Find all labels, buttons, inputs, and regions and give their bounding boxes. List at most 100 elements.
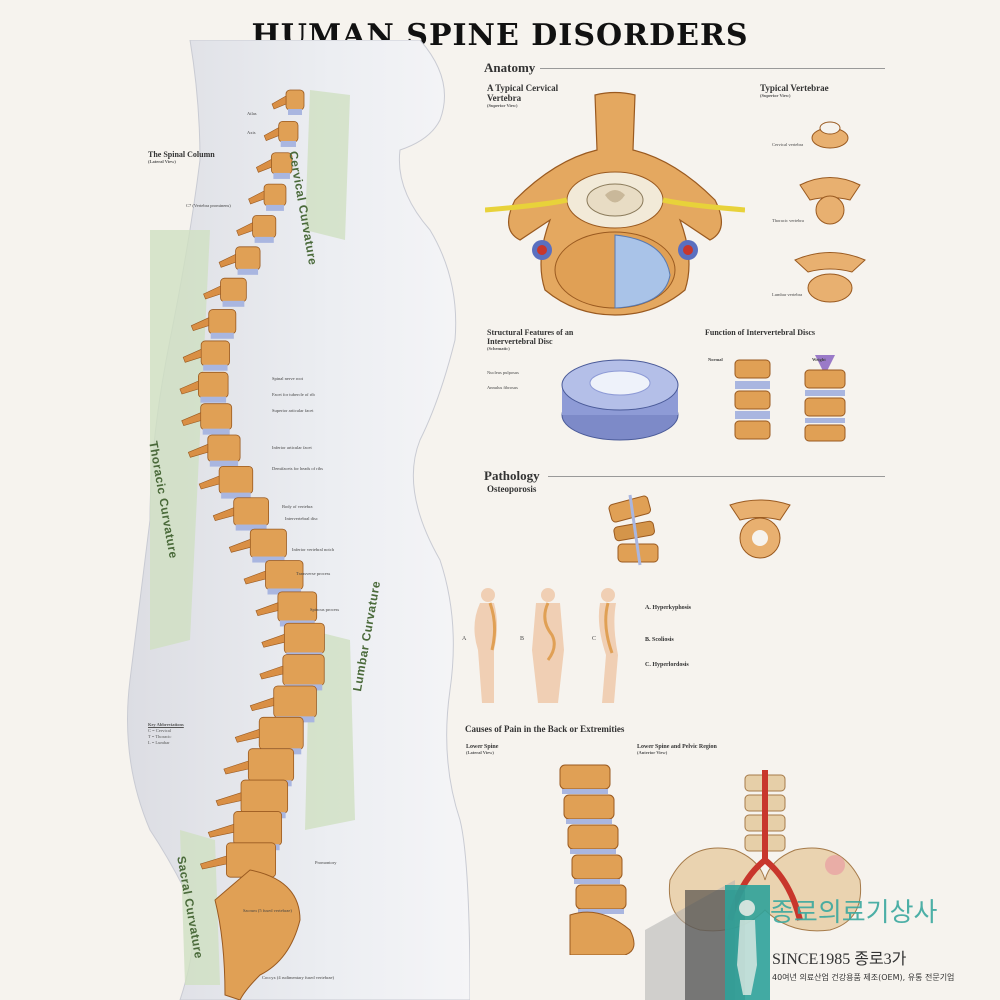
vertebra — [283, 622, 325, 654]
figure-hyperkyphosis — [474, 588, 497, 703]
hyperlordosis-title: C. Hyperlordosis — [645, 662, 689, 668]
figure-hyperlordosis — [598, 588, 618, 703]
label-weight: Weight — [812, 357, 826, 362]
intervertebral-disc — [202, 428, 230, 435]
thoracic-vertebra-small — [799, 177, 861, 225]
vertebra — [200, 403, 233, 431]
label-inferior-facet: Inferior articular facet — [272, 445, 312, 450]
nerve-left — [485, 197, 568, 213]
pathology-rule — [548, 476, 885, 477]
label-spinal-nerve-root: Spinal nerve root — [272, 376, 303, 381]
spinous-process — [198, 475, 220, 490]
vertebra — [200, 340, 230, 367]
figure-scoliosis — [532, 588, 564, 703]
label-cervical-vertebra: Cervical vertebra — [772, 142, 804, 147]
label-lumbar-vertebra: Lumbar vertebra — [772, 292, 803, 297]
vertebra — [285, 89, 305, 111]
watermark-name: 종로의료기상사 — [770, 898, 938, 928]
spinous-process — [271, 95, 287, 110]
figure-b-letter: B — [520, 636, 525, 642]
spinous-process — [181, 412, 201, 427]
label-body-vertebra: Body of vertebra — [282, 504, 313, 509]
cervical-vertebra-illustration — [485, 91, 745, 316]
vertebra — [235, 246, 261, 271]
scoliosis-title: B. Scoliosis — [645, 637, 674, 643]
intervertebral-disc — [280, 140, 296, 147]
label-annulus: Annulus fibrosus — [487, 385, 518, 390]
store-watermark — [645, 880, 770, 1000]
lumbar-disc — [570, 849, 616, 854]
tumor-marker — [825, 855, 845, 875]
label-inferior-notch: Inferior vertebral notch — [292, 547, 334, 552]
spinous-process — [263, 127, 279, 142]
intervertebral-disc — [235, 524, 267, 531]
spinous-process — [179, 380, 199, 395]
figure-a-letter: A — [462, 636, 467, 642]
spinous-process — [187, 443, 209, 458]
vertebra — [273, 685, 317, 718]
label-facet-tubercle: Facet for tubercle of rib — [272, 392, 315, 397]
label-nucleus: Nucleus pulposus — [487, 370, 519, 375]
intervertebral-disc — [288, 109, 302, 115]
intervertebral-disc — [200, 396, 227, 403]
label-c7: C7 (Vertebra prominens) — [186, 203, 231, 208]
spinous-process — [203, 285, 221, 300]
label-axis: Axis — [247, 130, 256, 135]
spinous-process — [248, 190, 265, 205]
intervertebral-disc — [221, 492, 251, 499]
vertebra — [207, 434, 241, 463]
lumbar-vertebra — [567, 824, 619, 850]
spinous-process — [200, 855, 227, 870]
compressed-vertebrae — [608, 494, 659, 566]
intervertebral-disc — [203, 364, 228, 371]
lumbar-disc — [574, 879, 620, 884]
nerve-right — [662, 197, 745, 213]
lumbar-vertebra — [575, 884, 627, 910]
disc-function-illustration — [734, 355, 846, 442]
intervertebral-disc — [252, 556, 285, 563]
intervertebral-disc — [237, 268, 259, 275]
intervertebral-disc — [222, 300, 245, 307]
spinous-process — [255, 158, 272, 173]
intervertebral-disc — [210, 332, 234, 339]
spine-illustration — [127, 40, 470, 1000]
intervertebral-disc — [273, 172, 290, 179]
vertebra — [278, 120, 299, 143]
vertebra — [252, 215, 277, 239]
watermark-figure-icon — [737, 920, 757, 995]
spinous-process — [218, 253, 236, 268]
grey-matter — [605, 190, 625, 203]
causes-heading: Causes of Pain in the Back or Extremitie… — [465, 724, 625, 734]
spinous-process — [259, 665, 284, 680]
normal-spine-segment — [734, 359, 771, 440]
loaded-spine-segment — [804, 355, 846, 442]
figure-c-letter: C — [592, 636, 597, 642]
label-sacrum: Sacrum (5 fused vertebrae) — [243, 908, 292, 913]
cervical-vertebra-title: A Typical Cervical Vertebra (Superior Vi… — [487, 83, 559, 108]
vertebra — [233, 811, 283, 846]
anatomy-rule — [540, 68, 885, 69]
label-thoracic-vertebra: Thoracic vertebra — [772, 218, 804, 223]
watermark-since: SINCE1985 종로3가 — [772, 951, 907, 968]
vertebra — [240, 779, 289, 814]
spinous-process — [215, 792, 242, 807]
vertebra — [263, 183, 287, 207]
label-intervertebral-disc: Intervertebral disc — [285, 516, 318, 521]
vertebra — [220, 277, 247, 303]
sacrum-lateral — [569, 911, 635, 955]
lumbar-disc — [562, 789, 608, 794]
lumbar-disc — [566, 819, 612, 824]
vertebra — [208, 309, 237, 335]
intervertebral-disc — [254, 236, 274, 243]
key-abbreviations: Key Abbreviations C = Cervical T = Thora… — [148, 722, 184, 745]
vertebra — [249, 528, 287, 558]
lower-spine-title: Lower Spine (Lateral View) — [466, 744, 499, 755]
label-promontory: Promontory — [315, 860, 337, 865]
lumbar-disc — [578, 909, 624, 914]
typical-vertebrae-illustrations — [794, 121, 866, 303]
label-superior-facet: Superior articular facet — [272, 408, 314, 413]
spinous-process — [255, 602, 279, 617]
vertebra — [197, 371, 229, 399]
intervertebral-disc — [209, 460, 239, 467]
vertebra — [233, 497, 270, 526]
